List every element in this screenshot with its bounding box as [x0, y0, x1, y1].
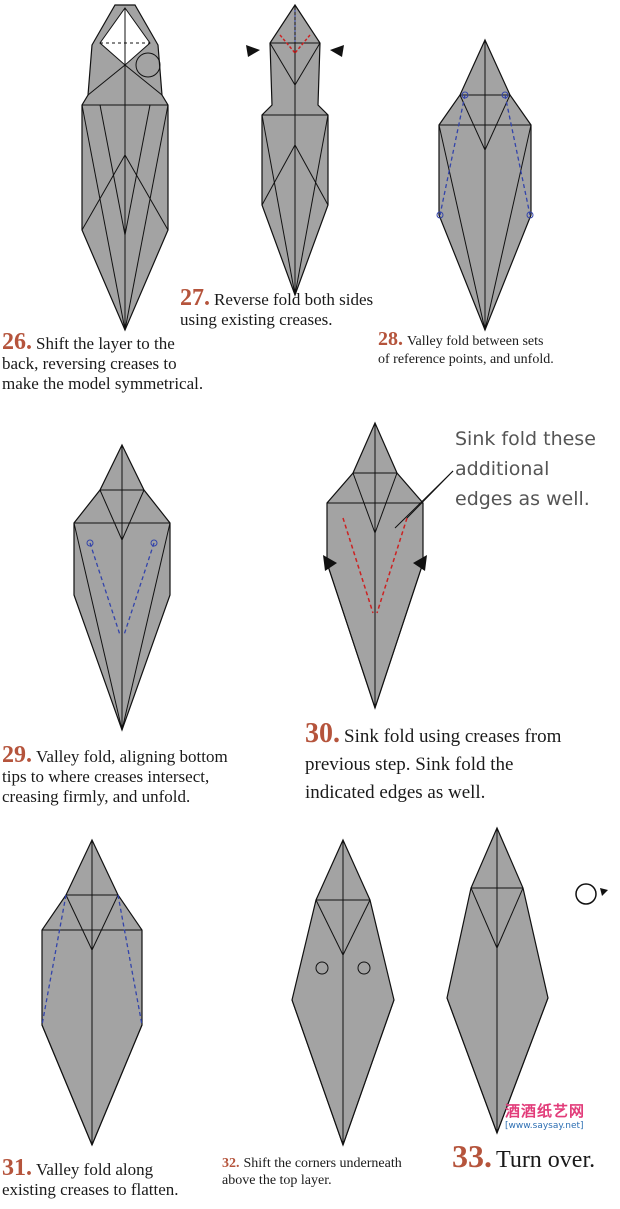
watermark-url: [www.saysay.net] — [505, 1121, 584, 1131]
step-30-callout: Sink fold these additional edges as well… — [455, 424, 615, 514]
step-30-line-1: Sink fold using creases from — [344, 726, 562, 747]
step-31-line-2: existing creases to flatten. — [2, 1180, 179, 1199]
step-32-line-1: Shift the corners underneath — [243, 1156, 402, 1171]
step-31-diagram — [40, 838, 144, 1147]
step-26-number: 26. — [2, 329, 32, 355]
step-32-number: 32. — [222, 1156, 240, 1171]
step-27-line-1: Reverse fold both sides — [214, 290, 374, 309]
step-30-line-2: previous step. Sink fold the — [305, 754, 514, 775]
step-29-line-1: Valley fold, aligning bottom — [36, 747, 228, 766]
step-29-line-2: tips to where creases intersect, — [2, 767, 210, 786]
step-27-diagram — [240, 3, 350, 297]
step-32-caption: 32.Shift the corners underneath above th… — [222, 1155, 447, 1189]
step-29-number: 29. — [2, 742, 32, 768]
step-31-line-1: Valley fold along — [36, 1160, 154, 1179]
step-33-diagram — [445, 826, 550, 1135]
step-31-number: 31. — [2, 1155, 32, 1181]
step-28-line-1: Valley fold between sets — [407, 334, 544, 349]
step-26-line-2: back, reversing creases to — [2, 354, 177, 373]
turn-over-icon — [572, 880, 610, 908]
step-29-caption: 29.Valley fold, aligning bottom tips to … — [2, 742, 302, 807]
step-28-diagram — [435, 38, 535, 332]
step-30-line-3: indicated edges as well. — [305, 782, 486, 803]
step-28-caption: 28. Valley fold between sets of reference… — [378, 328, 618, 369]
step-33-caption: 33.Turn over. — [452, 1138, 620, 1178]
step-31-caption: 31.Valley fold along existing creases to… — [2, 1155, 222, 1200]
step-26-line-3: make the model symmetrical. — [2, 374, 204, 393]
step-26-diagram — [80, 4, 170, 332]
step-32-line-2: above the top layer. — [222, 1173, 332, 1188]
step-27-caption: 27.Reverse fold both sides using existin… — [180, 285, 440, 330]
step-33-line-1: Turn over. — [496, 1147, 596, 1173]
watermark-title: 酒酒纸艺网 — [505, 1102, 586, 1120]
callout-line-2: additional — [455, 458, 550, 480]
step-30-caption: 30.Sink fold using creases from previous… — [305, 720, 620, 807]
step-30-number: 30. — [305, 718, 340, 749]
step-33-number: 33. — [452, 1138, 492, 1174]
step-27-line-2: using existing creases. — [180, 310, 333, 329]
step-26-line-1: Shift the layer to the — [36, 334, 175, 353]
watermark: 酒酒纸艺网 [www.saysay.net] — [505, 1100, 615, 1131]
callout-line-1: Sink fold these — [455, 428, 596, 450]
step-29-diagram — [72, 443, 172, 732]
step-28-line-2: of reference points, and unfold. — [378, 352, 554, 367]
step-32-diagram — [290, 838, 396, 1147]
step-26-caption: 26.Shift the layer to the back, reversin… — [2, 329, 242, 394]
callout-line-3: edges as well. — [455, 488, 590, 510]
step-28-number: 28. — [378, 328, 403, 350]
step-29-line-3: creasing firmly, and unfold. — [2, 787, 191, 806]
step-30-diagram — [323, 421, 454, 710]
step-27-number: 27. — [180, 285, 210, 311]
